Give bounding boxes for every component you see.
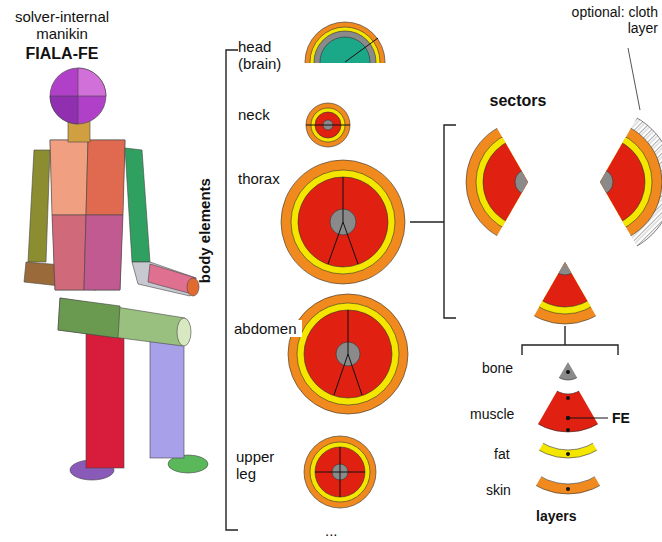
head-section xyxy=(305,22,385,63)
group-label: body elements xyxy=(196,171,213,291)
layer-label: skin xyxy=(486,482,526,498)
element-label: head (brain) xyxy=(238,38,296,73)
layer-label: fat xyxy=(494,446,534,462)
ellipsis: ... xyxy=(325,522,355,539)
leader-line xyxy=(570,418,608,419)
callout-label: optional: cloth layer xyxy=(568,4,658,36)
node-dot xyxy=(566,370,570,374)
element-label: neck xyxy=(238,106,288,123)
layer-muscle xyxy=(508,312,628,432)
element-label: abdomen xyxy=(232,320,302,337)
node-dot xyxy=(566,396,570,400)
model-name: FIALA-FE xyxy=(2,45,122,63)
node-dot xyxy=(566,452,570,456)
group-label: sectors xyxy=(478,92,558,110)
node-dot xyxy=(566,416,570,420)
layer-skin xyxy=(504,366,632,494)
leader-line xyxy=(628,48,640,110)
layer-bone xyxy=(550,344,586,380)
layer-label: FE xyxy=(612,410,652,426)
thorax-section xyxy=(281,160,405,284)
sector-left xyxy=(466,120,590,244)
sector-right xyxy=(526,108,662,256)
group-label: layers xyxy=(536,508,606,524)
node-dot xyxy=(566,428,570,432)
manikin-figure xyxy=(24,68,208,480)
layer-label: bone xyxy=(482,360,532,376)
layer-fat xyxy=(510,342,626,458)
bracket xyxy=(410,125,456,318)
abdomen-section xyxy=(288,294,408,414)
layer-label: muscle xyxy=(470,406,530,422)
element-label: thorax xyxy=(238,170,298,187)
bracket xyxy=(522,326,618,355)
element-label: upper leg xyxy=(236,448,286,483)
title-label: solver-internal manikin xyxy=(2,8,122,43)
node-dot xyxy=(566,487,570,491)
upper-leg-section xyxy=(304,436,376,508)
sector-bottom xyxy=(503,200,627,324)
neck-section xyxy=(306,103,350,147)
